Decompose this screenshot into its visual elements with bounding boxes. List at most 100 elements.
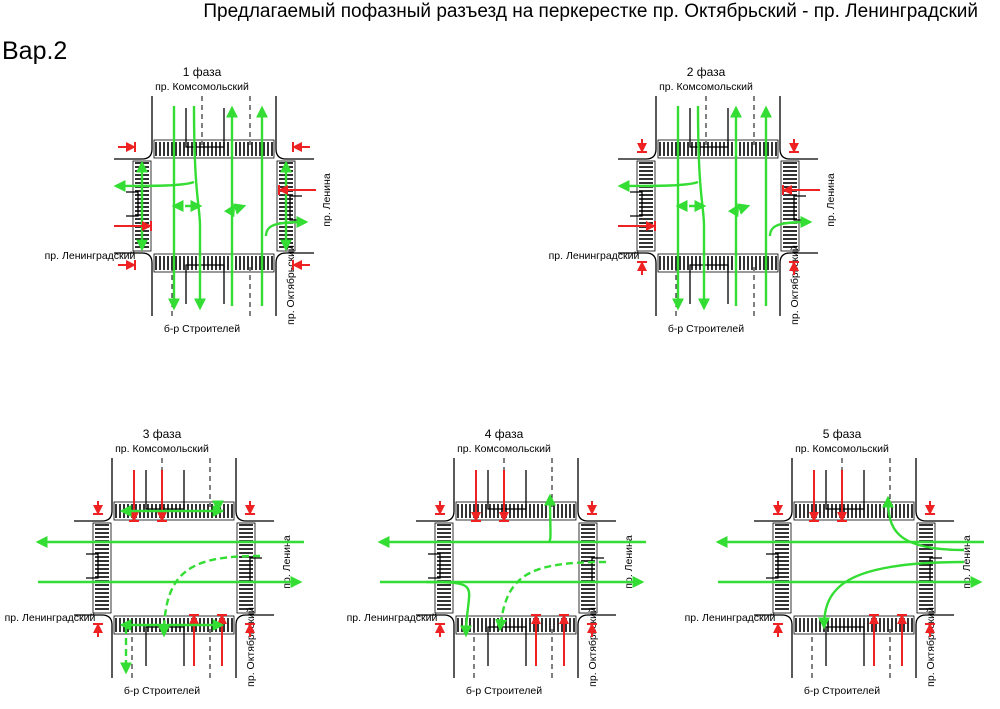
- stop-arrow: [471, 470, 481, 522]
- street-label-corner: пр. Октябрьский: [925, 607, 937, 687]
- street-label-west: пр. Ленинградский: [347, 612, 438, 624]
- allowed-movement-arrow: [617, 179, 699, 192]
- curb-sw: [618, 252, 657, 316]
- allowed-movement-arrow: [113, 179, 195, 192]
- island-south: [825, 626, 865, 666]
- street-label-north: пр. Комсомольский: [659, 81, 753, 93]
- crosswalk: [793, 615, 915, 635]
- crosswalk-frame: [434, 522, 454, 614]
- stop-arrow: [93, 623, 103, 637]
- stop-arrow: [587, 501, 597, 515]
- phase-title: 3 фаза: [143, 427, 182, 441]
- stop-arrow: [435, 501, 445, 515]
- street-label-south: б-р Строителей: [124, 685, 200, 697]
- stop-arrow: [618, 221, 656, 231]
- crosswalk: [434, 522, 454, 614]
- crosswalk: [236, 522, 256, 614]
- curb-se: [275, 252, 314, 316]
- street-label-south: б-р Строителей: [164, 323, 240, 335]
- curb-ne: [779, 96, 818, 160]
- allowed-movement-arrow: [544, 493, 557, 544]
- island-north: [145, 470, 185, 510]
- crosswalk-frame: [793, 501, 915, 521]
- island-west: [630, 191, 643, 217]
- stop-arrow: [245, 623, 255, 637]
- crosswalk: [916, 522, 936, 614]
- crosswalk-frame: [113, 615, 235, 635]
- crosswalk-frame: [636, 160, 656, 252]
- crosswalk-frame: [578, 522, 598, 614]
- phase-title: 2 фаза: [687, 65, 726, 79]
- crosswalk-frame: [455, 501, 577, 521]
- island-south: [487, 626, 527, 666]
- crosswalk: [455, 615, 577, 635]
- phase-title: 4 фаза: [485, 427, 524, 441]
- allowed-movement-arrow: [425, 580, 473, 638]
- phase-2-diagram: 2 фаза пр. Комсомольский б-р Строителей пр.…: [549, 65, 837, 335]
- curb-sw: [74, 614, 113, 678]
- street-label-corner: пр. Октябрьский: [245, 607, 257, 687]
- allowed-movement-arrow: [158, 554, 261, 638]
- street-label-corner: пр. Октябрьский: [789, 245, 801, 325]
- stop-arrow: [118, 142, 136, 152]
- island-north: [825, 470, 865, 510]
- crosswalk: [772, 522, 792, 614]
- crosswalk-frame: [657, 253, 779, 273]
- street-label-south: б-р Строителей: [668, 323, 744, 335]
- stop-arrow: [773, 623, 783, 637]
- island-north: [689, 108, 729, 148]
- island-west: [766, 553, 779, 579]
- curb-ne: [577, 458, 616, 522]
- curb-sw: [114, 252, 153, 316]
- street-label-east: пр. Ленина: [281, 535, 293, 589]
- crosswalk: [153, 253, 275, 273]
- crosswalk: [92, 522, 112, 614]
- street-label-north: пр. Комсомольский: [155, 81, 249, 93]
- crosswalk-frame: [780, 160, 800, 252]
- stop-arrow: [292, 260, 310, 270]
- curb-nw: [754, 458, 793, 522]
- stop-arrow: [114, 221, 152, 231]
- allowed-movement-arrow: [727, 203, 751, 218]
- curb-ne: [235, 458, 274, 522]
- crosswalk: [455, 501, 577, 521]
- crosswalk-frame: [153, 139, 275, 159]
- street-label-west: пр. Ленинградский: [5, 612, 96, 624]
- street-label-north: пр. Комсомольский: [457, 443, 551, 455]
- curb-ne: [915, 458, 954, 522]
- crosswalk-frame: [113, 501, 235, 521]
- island-south: [689, 264, 729, 304]
- stop-arrow: [531, 614, 541, 666]
- allowed-movement-arrow: [882, 495, 965, 552]
- variant-label: Вар.2: [2, 37, 68, 65]
- island-west: [86, 553, 99, 579]
- curb-se: [779, 252, 818, 316]
- street-label-north: пр. Комсомольский: [115, 443, 209, 455]
- crosswalk-frame: [772, 522, 792, 614]
- island-north: [185, 108, 225, 148]
- allowed-movement-arrow: [495, 560, 607, 632]
- crosswalk: [793, 501, 915, 521]
- crosswalk-frame: [455, 615, 577, 635]
- crosswalk: [636, 160, 656, 252]
- stop-arrow: [129, 470, 139, 522]
- curb-se: [577, 614, 616, 678]
- stop-arrow: [773, 501, 783, 515]
- stop-arrow: [637, 139, 647, 153]
- crosswalk-frame: [236, 522, 256, 614]
- island-east: [793, 195, 806, 221]
- crosswalk-frame: [92, 522, 112, 614]
- stop-arrow: [189, 614, 199, 666]
- street-label-corner: пр. Октябрьский: [285, 245, 297, 325]
- stop-arrow: [637, 261, 647, 275]
- island-south: [185, 264, 225, 304]
- stop-arrow: [217, 614, 227, 666]
- curb-ne: [275, 96, 314, 160]
- stop-arrow: [587, 623, 597, 637]
- curb-nw: [74, 458, 113, 522]
- allowed-movement-arrow: [192, 105, 206, 311]
